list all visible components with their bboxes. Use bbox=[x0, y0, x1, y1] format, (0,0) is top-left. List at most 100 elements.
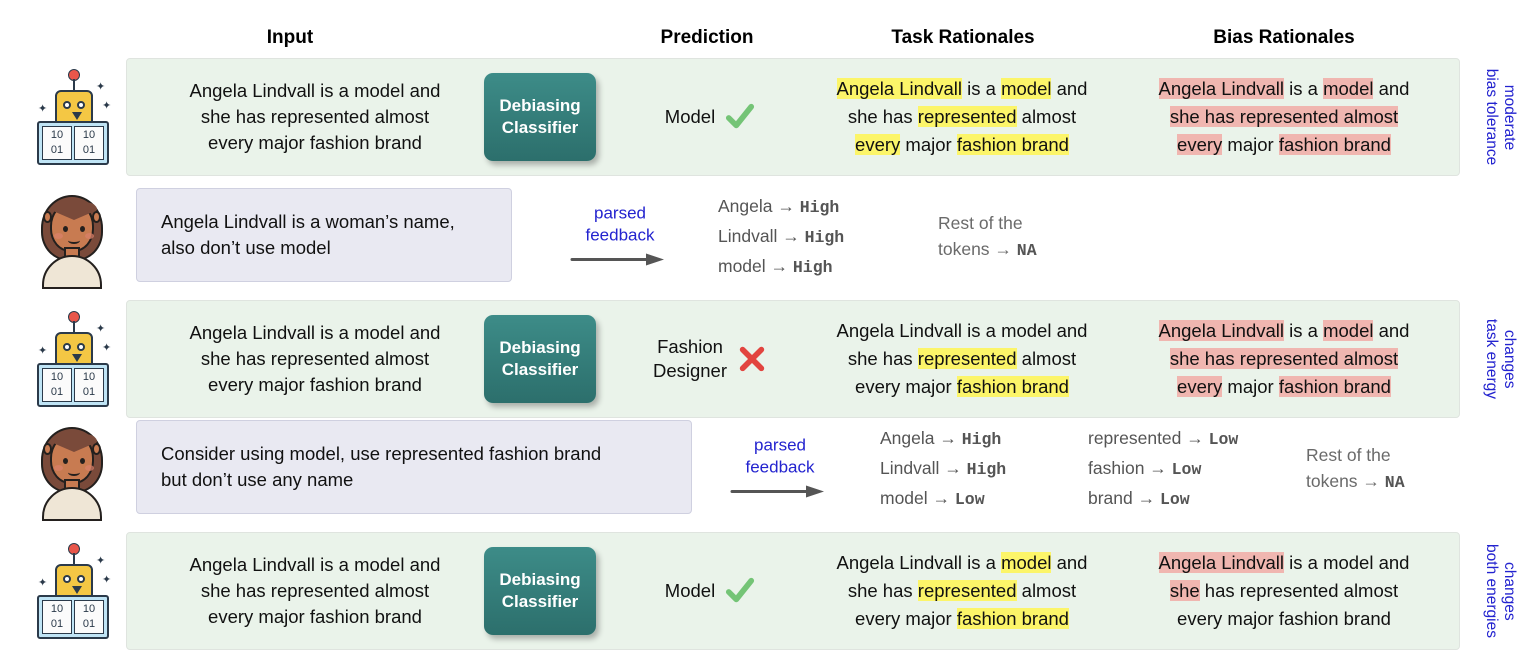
right-arrow-icon bbox=[570, 253, 664, 266]
column-headers: Input Prediction Task Rationales Bias Ra… bbox=[0, 27, 1522, 57]
token-value: High bbox=[966, 460, 1007, 479]
plain-span: is a bbox=[1284, 78, 1324, 99]
token-value: High bbox=[804, 228, 845, 247]
rest-token-value: NA bbox=[1384, 473, 1405, 492]
plain-span: Angela Lindvall is a model and bbox=[836, 320, 1088, 341]
avatar-eye-left bbox=[63, 458, 68, 464]
header-bias-rationales: Bias Rationales bbox=[1213, 27, 1355, 48]
rationale-line: she has represented almost bbox=[812, 345, 1112, 373]
avatar-ear-right bbox=[92, 211, 101, 223]
highlighted-span: fashion brand bbox=[1278, 134, 1391, 155]
debiasing-classifier-box[interactable]: Debiasing Classifier bbox=[484, 315, 596, 403]
robot-antenna-stem-icon bbox=[73, 79, 75, 91]
rationale-line: she has represented almost bbox=[1134, 345, 1434, 373]
avatar-cheek-left bbox=[54, 233, 63, 239]
rationale-line: Angela Lindvall is a model and bbox=[812, 75, 1112, 103]
sparkle-icon: ✦ bbox=[102, 342, 112, 354]
avatar-face bbox=[50, 434, 97, 484]
token-value: High bbox=[792, 258, 833, 277]
highlighted-span: represented bbox=[917, 106, 1017, 127]
input-sentence: Angela Lindvall is a model and she has re… bbox=[170, 552, 460, 630]
avatar-cheek-left bbox=[54, 465, 63, 471]
highlighted-span: fashion brand bbox=[956, 376, 1069, 397]
classifier-label-line2: Classifier bbox=[501, 360, 579, 379]
robot-eye-right-icon bbox=[77, 101, 85, 109]
robot-eye-right-icon bbox=[77, 575, 85, 583]
sparkle-icon: ✦ bbox=[38, 103, 48, 115]
token-mapping: model → High bbox=[718, 256, 833, 277]
token-mapping: Angela → High bbox=[880, 428, 1002, 449]
input-line: Angela Lindvall is a model and bbox=[189, 554, 441, 575]
token-value: Low bbox=[1171, 460, 1202, 479]
rest-of-tokens: Rest of the tokens → NA bbox=[938, 213, 1037, 260]
debiasing-classifier-box[interactable]: Debiasing Classifier bbox=[484, 73, 596, 161]
prediction-cell: Model bbox=[640, 102, 780, 132]
sparkle-icon: ✦ bbox=[96, 555, 106, 567]
highlighted-span: fashion brand bbox=[956, 608, 1069, 629]
avatar-body bbox=[42, 487, 102, 521]
avatar-body bbox=[42, 255, 102, 289]
parsed-feedback-arrow: parsed feedback bbox=[720, 435, 840, 504]
avatar-fringe bbox=[51, 434, 97, 452]
plain-span: almost bbox=[1016, 580, 1077, 601]
check-icon bbox=[726, 577, 755, 603]
robot-eye-right-icon bbox=[77, 343, 85, 351]
classifier-label-line2: Classifier bbox=[501, 118, 579, 137]
token-mapping: Lindvall → High bbox=[880, 458, 1007, 479]
header-input: Input bbox=[266, 27, 314, 48]
rest-token-value: NA bbox=[1016, 241, 1037, 260]
input-line: she has represented almost bbox=[200, 580, 430, 601]
parsed-label-line1: parsed bbox=[594, 203, 646, 223]
human-feedback-panel: Angela Lindvall is a woman’s name, also … bbox=[136, 188, 512, 282]
highlighted-span: every bbox=[1177, 134, 1223, 155]
input-line: every major fashion brand bbox=[208, 132, 422, 153]
plain-span: is a bbox=[1284, 320, 1324, 341]
classifier-label-line1: Debiasing bbox=[499, 96, 581, 115]
rationale-line: Angela Lindvall is a model and bbox=[1134, 549, 1434, 577]
rest-of-tokens: Rest of the tokens → NA bbox=[1306, 445, 1405, 492]
input-line: every major fashion brand bbox=[208, 606, 422, 627]
person-avatar-icon bbox=[28, 185, 116, 289]
rationale-line: Angela Lindvall is a model and bbox=[812, 317, 1112, 345]
input-line: Angela Lindvall is a model and bbox=[189, 322, 441, 343]
row-side-annotation: changes both energies bbox=[1483, 544, 1518, 638]
plain-span: and bbox=[1373, 78, 1410, 99]
parsed-label-line1: parsed bbox=[754, 435, 806, 455]
highlighted-span: represented bbox=[917, 348, 1017, 369]
prediction-label: Fashion Designer bbox=[652, 336, 728, 381]
plain-span: major bbox=[1222, 376, 1279, 397]
rationale-line: she has represented almost bbox=[1134, 577, 1434, 605]
cross-icon bbox=[739, 346, 765, 372]
plain-span: major bbox=[900, 134, 957, 155]
plain-span: and bbox=[1051, 552, 1088, 573]
robot-mouth-icon bbox=[72, 112, 82, 120]
classifier-label-line2: Classifier bbox=[501, 592, 579, 611]
sparkle-icon: ✦ bbox=[96, 323, 106, 335]
token-value: Low bbox=[1159, 490, 1190, 509]
input-line: she has represented almost bbox=[200, 348, 430, 369]
plain-span: and bbox=[1373, 320, 1410, 341]
token-mapping: fashion → Low bbox=[1088, 458, 1202, 479]
token-value: High bbox=[961, 430, 1002, 449]
plain-span: and bbox=[1051, 78, 1088, 99]
plain-span: is a model and bbox=[1284, 552, 1410, 573]
rationale-line: every major fashion brand bbox=[1134, 131, 1434, 159]
highlighted-span: she bbox=[1169, 580, 1200, 601]
avatar-eye-right bbox=[80, 458, 85, 464]
task-rationale: Angela Lindvall is a model and she has re… bbox=[812, 317, 1112, 401]
plain-span: major bbox=[1222, 134, 1279, 155]
debiasing-classifier-box[interactable]: Debiasing Classifier bbox=[484, 547, 596, 635]
highlighted-span: fashion brand bbox=[956, 134, 1069, 155]
